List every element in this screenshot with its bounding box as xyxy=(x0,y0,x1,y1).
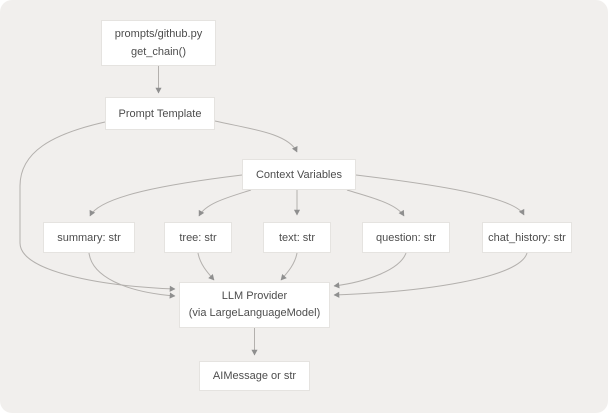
edge-text-to-llm-provider xyxy=(280,252,298,281)
prompt-template-label: Prompt Template xyxy=(118,107,202,120)
edge-summary-to-llm-provider xyxy=(88,252,176,299)
edge-chat-history-to-llm-provider xyxy=(333,252,528,298)
llm-provider-label: LLM Provider xyxy=(221,290,288,302)
edge-prompt-template-to-context-variables xyxy=(214,120,298,153)
edge-context-variables-to-chat-history xyxy=(355,174,525,216)
variable-label: tree: str xyxy=(179,231,217,244)
variable-label: question: str xyxy=(376,231,436,244)
node-variable-text: text: str xyxy=(263,222,331,253)
node-variable-chat-history: chat_history: str xyxy=(482,222,572,253)
variable-label: text: str xyxy=(278,231,316,244)
node-entry-point: prompts/github.py get_chain() xyxy=(101,20,216,66)
llm-provider-sublabel: (via LargeLanguageModel) xyxy=(188,307,321,319)
node-variable-question: question: str xyxy=(362,222,450,253)
node-variable-tree: tree: str xyxy=(164,222,232,253)
edge-tree-to-llm-provider xyxy=(197,252,215,281)
edge-context-variables-to-summary xyxy=(89,174,243,217)
variable-label: summary: str xyxy=(57,231,121,244)
entry-function-label: get_chain() xyxy=(130,46,187,58)
edge-question-to-llm-provider xyxy=(333,252,407,289)
node-prompt-template: Prompt Template xyxy=(105,97,215,130)
output-label: AIMessage or str xyxy=(212,370,297,382)
entry-file-label: prompts/github.py xyxy=(114,28,203,40)
node-context-variables: Context Variables xyxy=(242,159,356,190)
edge-context-variables-to-tree xyxy=(198,189,252,217)
node-llm-provider: LLM Provider (via LargeLanguageModel) xyxy=(179,282,330,328)
variable-label: chat_history: str xyxy=(488,231,566,244)
node-output-message: AIMessage or str xyxy=(199,361,310,391)
node-variable-summary: summary: str xyxy=(43,222,135,253)
context-variables-label: Context Variables xyxy=(255,168,342,181)
edge-context-variables-to-question xyxy=(346,189,405,217)
edge-prompt-template-to-llm-provider xyxy=(19,121,176,292)
